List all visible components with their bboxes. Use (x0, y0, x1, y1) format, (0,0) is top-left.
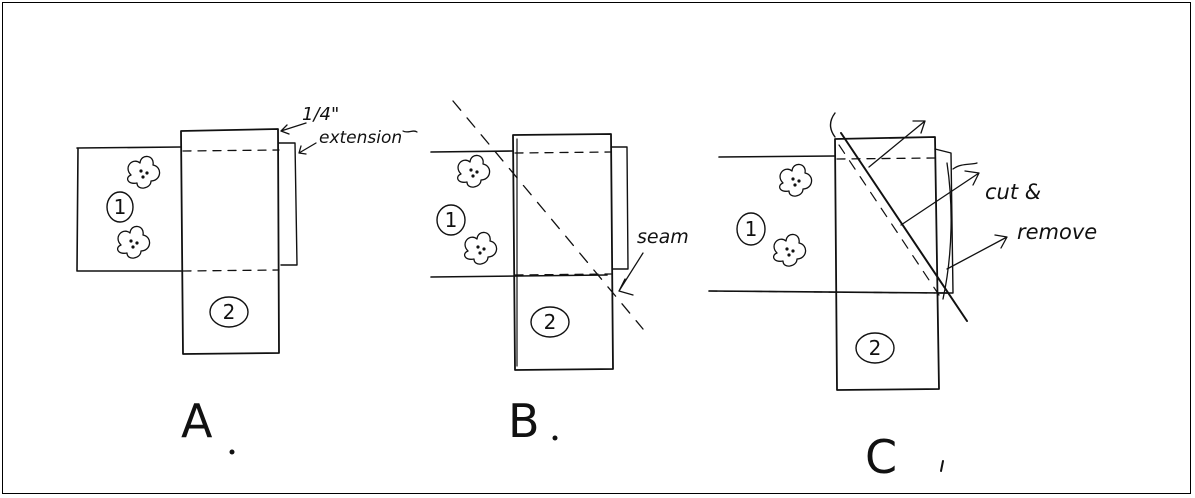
panel-c-arrow-squiggle (952, 162, 978, 170)
panel-c-piece1-circle (736, 212, 766, 246)
panel-b-dash-bottom (514, 273, 612, 276)
panel-b-seam-arrow (618, 252, 644, 296)
panel-b-piece2-circle (530, 306, 570, 338)
panel-c-note-cut: cut & (985, 180, 1041, 204)
panel-a-squiggle (402, 130, 418, 133)
panel-b-piece1-number: 1 (445, 208, 458, 232)
panel-c-cut-line (840, 132, 968, 322)
panel-a-label-dot (229, 449, 235, 455)
panel-c-extension-tab (934, 148, 954, 294)
panel-c-piece2-circle (855, 332, 895, 364)
panel-a-dash-top (182, 149, 280, 152)
panel-a-dash-bottom (182, 269, 280, 272)
panel-c-dash-bottom (708, 290, 936, 294)
panel-b-dash-top (514, 151, 612, 154)
flower-icon (126, 155, 161, 189)
panel-a-arrow-2 (298, 142, 317, 155)
panel-c-note-remove: remove (1017, 220, 1097, 244)
panel-a-piece2-number: 2 (223, 300, 236, 324)
panel-a-piece1-circle (106, 191, 134, 223)
panel-a-piece2-outline (180, 128, 280, 355)
panel-b-piece2-outline (512, 133, 614, 371)
flower-icon (456, 154, 491, 188)
panel-b-piece1-outline (430, 150, 608, 278)
panel-b-extension-tab (610, 146, 629, 270)
flower-icon (778, 163, 813, 197)
flower-icon (463, 231, 498, 265)
panel-b-diagonal-seam (452, 100, 644, 330)
panel-c-diagonal-dashed (838, 144, 940, 296)
panel-a-note-extension: extension (319, 128, 402, 148)
panel-c-label-comma (940, 460, 944, 472)
panel-c-piece2-number: 2 (869, 336, 882, 360)
panel-b-label: B (508, 394, 540, 448)
sketch-canvas: 1 2 1/4" extension A 1 2 (76, 100, 1097, 484)
flower-icon (772, 233, 807, 267)
panel-c: 1 2 cut & remove C (708, 112, 1097, 484)
panel-c-dash-top (836, 157, 936, 160)
panel-a-extension-tab (278, 142, 298, 266)
panel-a-arrow-1 (280, 122, 307, 135)
panel-a-piece2-circle (209, 296, 249, 328)
panel-a-label: A (181, 394, 213, 448)
panel-a: 1 2 1/4" extension A (76, 104, 418, 455)
panel-a-piece1-outline (76, 146, 182, 272)
panel-c-curved-edge (942, 162, 952, 300)
panel-c-cut-hook (829, 112, 836, 138)
panel-b-label-dot (552, 435, 558, 441)
panel-b-piece2-number: 2 (544, 310, 557, 334)
panel-a-note-fraction: 1/4" (302, 104, 339, 125)
panel-b-piece1-circle (436, 204, 466, 236)
panel-c-piece2-outline (834, 136, 940, 391)
panel-b: 1 2 seam B (430, 100, 689, 448)
panel-c-arrow-middle (900, 170, 980, 226)
panel-c-piece1-number: 1 (745, 217, 758, 241)
panel-c-arrow-bottom (946, 234, 1008, 270)
panel-b-note-seam: seam (637, 226, 689, 248)
panel-c-arrow-top (868, 120, 926, 168)
panel-c-label: C (865, 430, 897, 484)
panel-a-piece1-number: 1 (114, 195, 127, 219)
flower-icon (116, 225, 151, 259)
